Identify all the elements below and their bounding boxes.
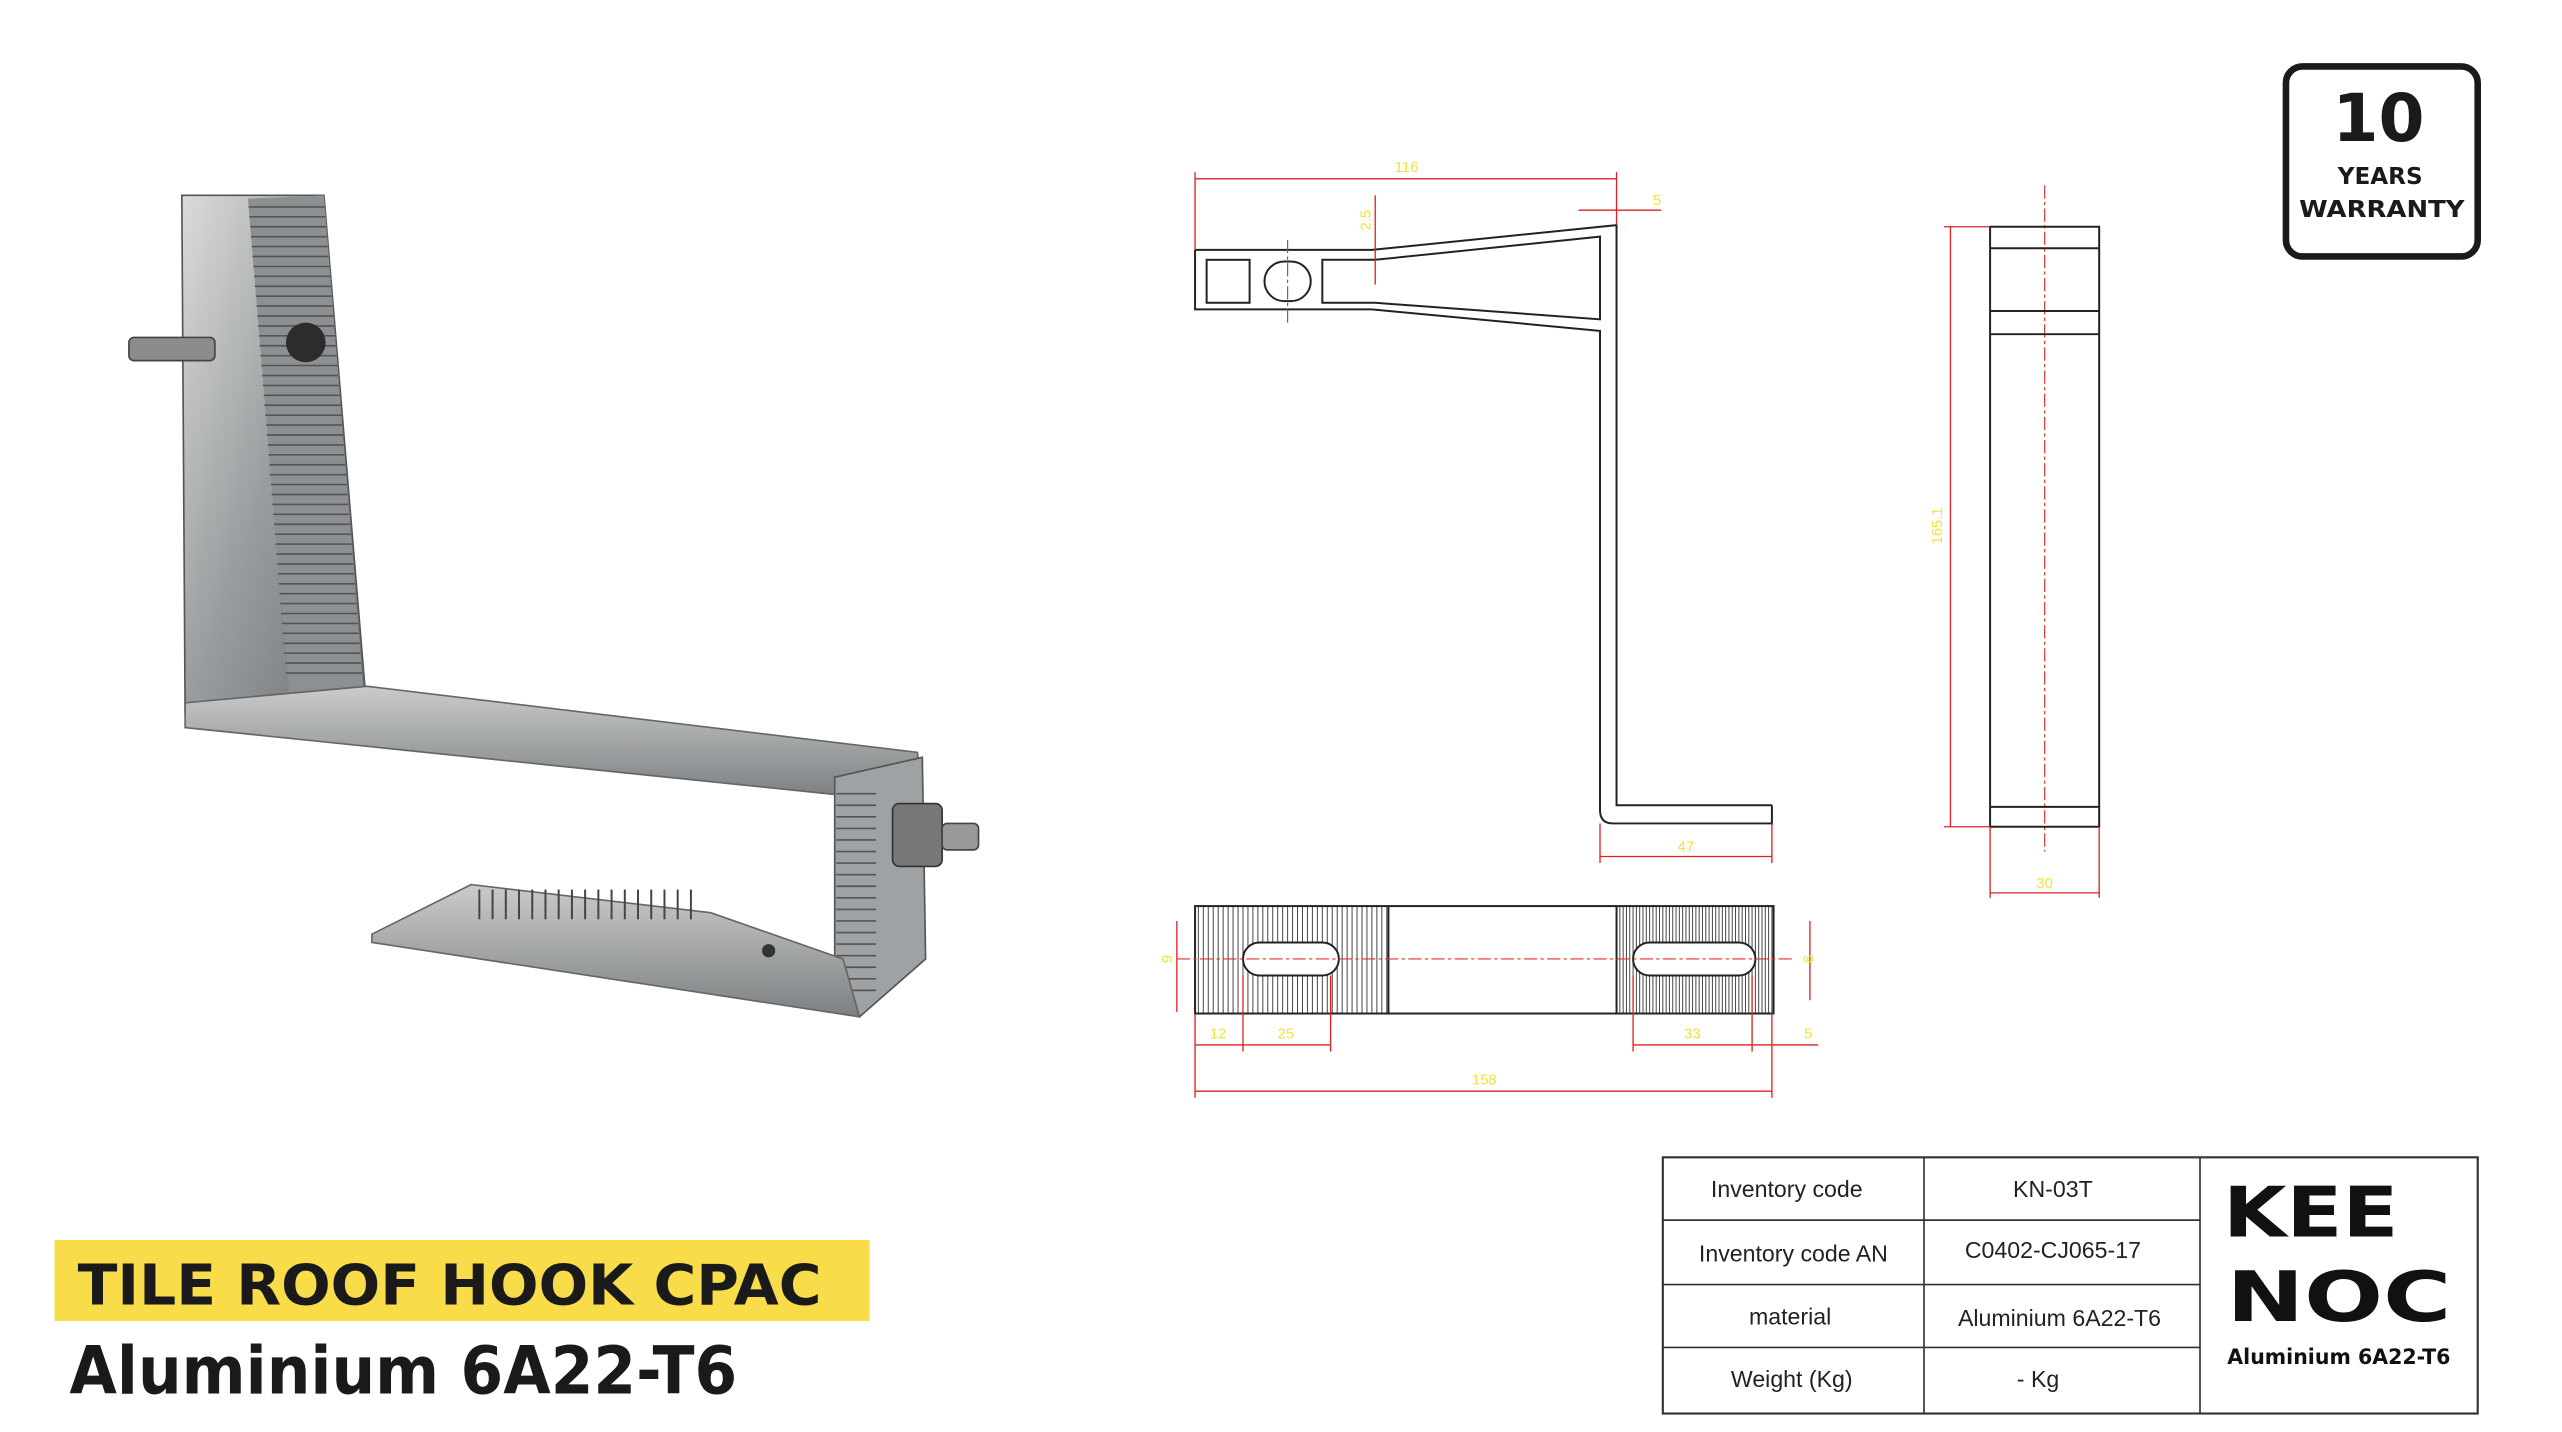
side-view-drawing: 165.1 30 [1930, 225, 2101, 898]
row-label: Weight (Kg) [1731, 1366, 1853, 1392]
warranty-badge: 10 YEARS WARRANTY [2282, 63, 2482, 260]
row-label: Inventory code AN [1699, 1240, 1888, 1266]
dim-length-top: 116 [1395, 160, 1419, 176]
row-value: KN-03T [2013, 1176, 2093, 1202]
row-label: material [1749, 1303, 1831, 1329]
hook-side-serrations [836, 792, 877, 992]
product-material: Aluminium 6A22-T6 [69, 1333, 737, 1410]
bolt-icon [128, 322, 980, 868]
logo-line1: KEE [2223, 1174, 2398, 1254]
product-title: TILE ROOF HOOK CPAC [78, 1253, 822, 1318]
upright-serrations [248, 206, 362, 674]
dim-foot: 47 [1678, 840, 1695, 856]
base-serrations [478, 889, 692, 920]
profile-drawing: 116 2.5 5 47 [1194, 160, 2046, 864]
dim-total-length: 158 [1472, 1073, 1497, 1089]
spec-table: Inventory code KN-03T Inventory code AN … [1661, 1156, 2479, 1415]
dim-slot-left-length: 25 [1278, 1026, 1295, 1042]
logo-line2: NOC [2226, 1258, 2451, 1338]
base-hole [761, 944, 776, 958]
brand-logo: KEE NOC Aluminium 6A22-T6 [2223, 1174, 2451, 1370]
dim-end-offset: 5 [1804, 1026, 1812, 1042]
dim-wall: 5 [1653, 193, 1661, 209]
title-highlight [54, 1239, 870, 1321]
logo-caption: Aluminium 6A22-T6 [2227, 1345, 2450, 1370]
warranty-years-number: 10 [2333, 80, 2425, 157]
product-photo [128, 194, 980, 1018]
row-value: C0402-CJ065-17 [1965, 1237, 2141, 1263]
row-value: Aluminium 6A22-T6 [1958, 1305, 2161, 1331]
dim-edge-offset: 12 [1210, 1026, 1227, 1042]
dim-slot-right: 9 [1799, 955, 1815, 963]
warranty-line1: YEARS [2337, 164, 2423, 190]
bottom-view-drawing: 9 9 12 25 33 5 158 [1160, 905, 1819, 1098]
dim-height: 165.1 [1930, 507, 1946, 544]
warranty-line2: WARRANTY [2299, 197, 2465, 223]
table-row: Inventory code KN-03T [1711, 1176, 2093, 1202]
table-row: Weight (Kg) - Kg [1731, 1366, 2059, 1392]
dim-slot-right-length: 33 [1684, 1026, 1701, 1042]
table-row: Inventory code AN C0402-CJ065-17 [1699, 1237, 2141, 1266]
row-value: - Kg [2017, 1366, 2059, 1392]
dim-width: 30 [2036, 876, 2053, 892]
dim-slot-left: 9 [1160, 955, 1176, 963]
row-label: Inventory code [1711, 1176, 1863, 1202]
table-row: material Aluminium 6A22-T6 [1749, 1303, 2161, 1331]
dim-thickness: 2.5 [1358, 210, 1374, 231]
